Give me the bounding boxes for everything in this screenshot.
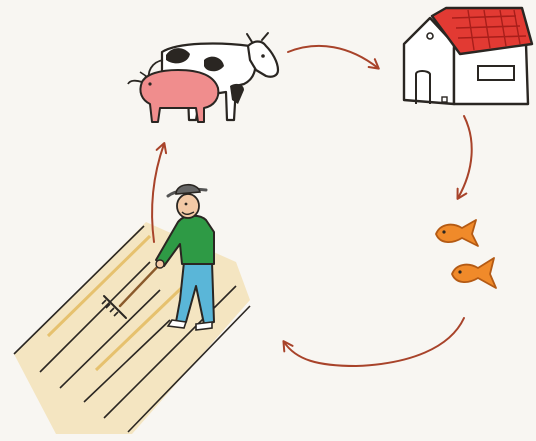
cow-and-pig-icon	[128, 33, 278, 122]
fish-icon	[452, 258, 496, 288]
fish-group	[436, 220, 496, 288]
arrow-animals-to-barn	[288, 46, 378, 68]
pig-icon	[128, 70, 218, 122]
arrow-barn-to-fish	[458, 116, 472, 198]
fish-icon	[436, 220, 478, 246]
barn-icon	[404, 8, 532, 104]
arrow-fish-to-farmer	[284, 318, 464, 366]
